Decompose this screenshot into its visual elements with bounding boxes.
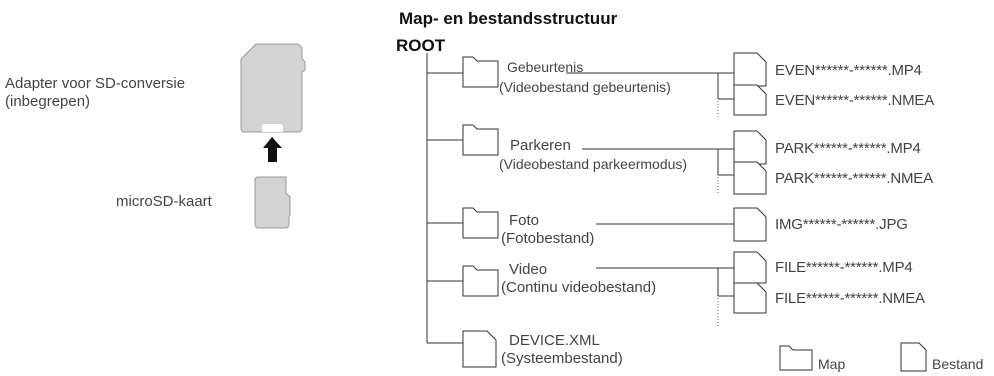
file-icons bbox=[462, 52, 927, 372]
file-icon bbox=[462, 330, 497, 368]
adapter-note: (inbegrepen) bbox=[5, 93, 91, 110]
folder-desc: (Fotobestand) bbox=[501, 230, 595, 247]
folder-icon bbox=[462, 124, 499, 156]
file-name: PARK******-******.NMEA bbox=[775, 170, 933, 187]
folder-icon bbox=[462, 207, 499, 239]
root-label: ROOT bbox=[396, 36, 446, 55]
file-name: EVEN******-******.MP4 bbox=[775, 62, 922, 79]
folder-name: Foto bbox=[509, 212, 540, 229]
file-desc: (Systeembestand) bbox=[501, 350, 623, 367]
adapter-label: Adapter voor SD-conversie bbox=[5, 75, 186, 92]
file-icon bbox=[733, 282, 767, 314]
file-name: PARK******-******.MP4 bbox=[775, 140, 921, 157]
file-icon bbox=[733, 207, 767, 242]
file-icon bbox=[733, 52, 767, 87]
file-icon bbox=[733, 251, 767, 284]
file-icon bbox=[733, 84, 767, 116]
legend-folder-icon bbox=[779, 345, 813, 371]
file-name: FILE******-******.NMEA bbox=[775, 290, 925, 307]
insert-arrow-icon bbox=[263, 137, 282, 162]
sd-adapter-icon bbox=[240, 43, 306, 133]
folder-icon bbox=[462, 56, 499, 88]
legend-file-icon bbox=[900, 342, 927, 372]
folder-desc: (Continu videobestand) bbox=[501, 279, 657, 296]
file-icon bbox=[733, 161, 767, 195]
file-name: EVEN******-******.NMEA bbox=[775, 92, 934, 109]
file-name: FILE******-******.MP4 bbox=[775, 259, 913, 276]
file-icon bbox=[733, 130, 767, 165]
folder-desc: (Videobestand parkeermodus) bbox=[499, 156, 688, 172]
file-name: DEVICE.XML bbox=[509, 332, 600, 349]
folder-name: Gebeurtenis bbox=[507, 59, 584, 75]
folder-desc: (Videobestand gebeurtenis) bbox=[499, 79, 671, 95]
folder-name: Video bbox=[509, 261, 548, 278]
microsd-card-icon bbox=[254, 176, 291, 229]
legend-file-label: Bestand bbox=[932, 356, 984, 372]
folder-name: Parkeren bbox=[510, 137, 571, 154]
structure-title: Map- en bestandsstructuur bbox=[399, 9, 618, 28]
file-name: IMG******-******.JPG bbox=[775, 216, 908, 233]
microsd-label: microSD-kaart bbox=[116, 193, 212, 210]
legend-folder-label: Map bbox=[818, 356, 846, 372]
folder-icon bbox=[462, 265, 499, 297]
tree-lines bbox=[426, 53, 734, 344]
folder-icons bbox=[462, 56, 813, 371]
